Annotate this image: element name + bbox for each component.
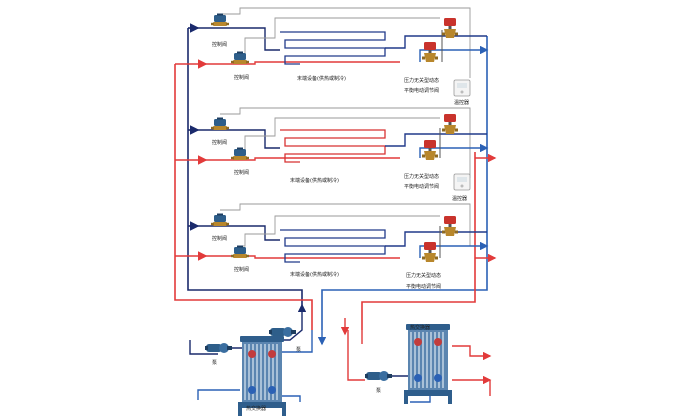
pump-icon xyxy=(365,371,392,381)
control-valve-icon xyxy=(231,245,249,258)
dpv-label-1: 压力无关型动态 xyxy=(404,173,439,180)
floor-1-branch xyxy=(175,7,489,78)
terminal-label: 末端设备(供热或制冷) xyxy=(297,75,346,82)
coil-floor-1 xyxy=(280,31,386,65)
thermostat-icon xyxy=(453,173,471,191)
actuator-valve-icon xyxy=(442,114,458,134)
control-valve-label: 控制阀 xyxy=(212,235,227,242)
pump-label: 泵 xyxy=(376,388,381,394)
pump-icon xyxy=(205,343,232,353)
thermostat-label: 温控器 xyxy=(452,195,467,202)
return-riser-left xyxy=(187,28,303,305)
control-valve-icon xyxy=(211,117,229,130)
plant-right-loop xyxy=(340,318,492,403)
control-valve-icon xyxy=(231,51,249,64)
supply-riser-left xyxy=(174,64,313,330)
dpv-label-2: 平衡电动调节阀 xyxy=(404,183,439,190)
terminal-label: 末端设备(供热或制冷) xyxy=(290,177,339,184)
actuator-valve-icon xyxy=(422,140,438,160)
actuator-valve-icon xyxy=(422,242,438,262)
thermostat-label: 温控器 xyxy=(454,99,469,106)
pump-label: 泵 xyxy=(296,347,301,353)
actuator-valve-icon xyxy=(442,18,458,38)
thermostat-icon xyxy=(453,79,471,97)
control-valve-label: 控制阀 xyxy=(234,169,249,176)
pump-label: 泵 xyxy=(212,360,217,366)
dpv-label-1: 压力无关型动态 xyxy=(406,272,441,279)
heat-exchanger-icon xyxy=(404,324,452,404)
supply-riser-right xyxy=(361,152,476,330)
control-valve-label: 控制阀 xyxy=(234,266,249,273)
actuator-valve-icon xyxy=(422,42,438,62)
dpv-label-2: 平衡电动调节阀 xyxy=(406,283,441,290)
control-valve-icon xyxy=(231,147,249,160)
terminal-label: 末端设备(供热或制冷) xyxy=(290,271,339,278)
floor-3-branch xyxy=(175,203,497,263)
control-valve-icon xyxy=(211,13,229,26)
actuator-valve-icon xyxy=(442,216,458,236)
control-valve-label: 控制阀 xyxy=(212,41,227,48)
heat-exchanger-label: 热交换器 xyxy=(410,324,430,331)
heat-exchanger-icon xyxy=(238,336,286,416)
control-valve-icon xyxy=(211,213,229,226)
pump-icon xyxy=(269,327,296,337)
coil-floor-3 xyxy=(280,229,386,263)
dpv-label-2: 平衡电动调节阀 xyxy=(404,87,439,94)
floor-2-branch xyxy=(175,107,497,178)
dpv-label-1: 压力无关型动态 xyxy=(404,77,439,84)
coil-floor-2 xyxy=(280,129,386,163)
heat-exchanger-label: 热交换器 xyxy=(246,405,266,412)
control-valve-label: 控制阀 xyxy=(234,74,249,81)
control-valve-label: 控制阀 xyxy=(212,139,227,146)
return-riser-right xyxy=(321,36,488,330)
